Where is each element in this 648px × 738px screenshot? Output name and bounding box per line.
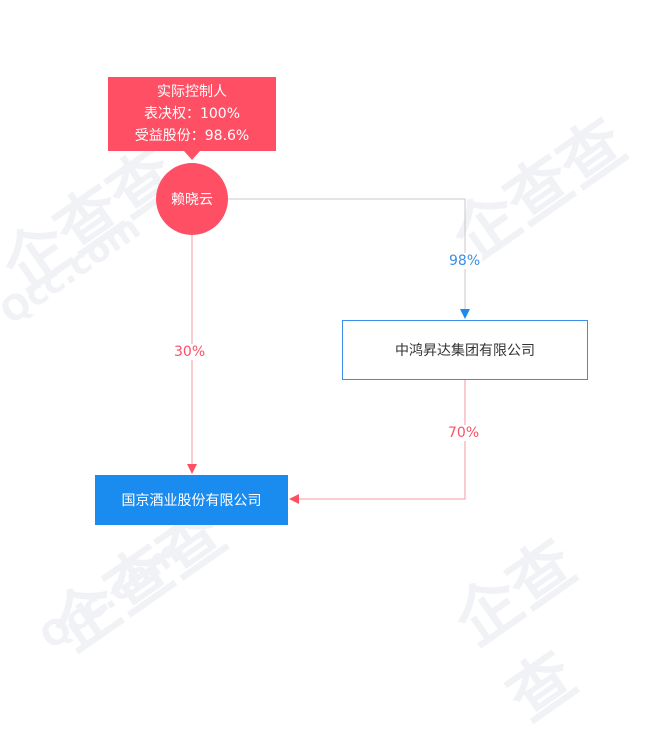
edge-group-to-target	[289, 380, 466, 504]
edge-label-98: 98%	[447, 253, 483, 269]
edge-label-70: 70%	[446, 425, 482, 441]
edge-label-30: 30%	[172, 344, 208, 360]
company-node-zhonghong-group[interactable]: 中鸿昇达集团有限公司	[342, 320, 588, 380]
voting-rights: 表决权：100%	[143, 106, 241, 122]
edge-person-to-group	[228, 198, 470, 319]
beneficial-shares: 受益股份：98.6%	[134, 128, 250, 144]
person-node-lai-xiaoyun[interactable]: 赖晓云	[156, 163, 228, 235]
controller-title: 实际控制人	[157, 84, 227, 100]
actual-controller-tag: 实际控制人 表决权：100% 受益股份：98.6%	[108, 77, 276, 160]
company-node-guojing-liquor[interactable]: 国京酒业股份有限公司	[95, 475, 288, 525]
equity-structure-diagram: 企查查 Qcc.com 企查查 企查查 Qcc.com 企查查 实际控制人 表决…	[0, 77, 639, 736]
